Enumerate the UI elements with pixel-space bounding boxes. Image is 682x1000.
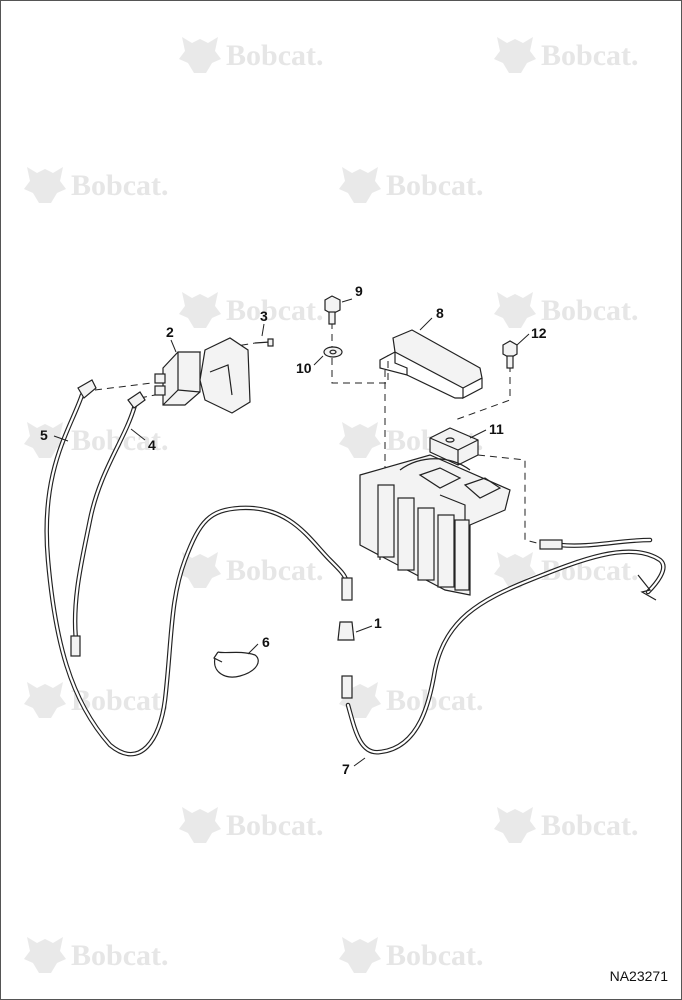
part-8-bracket bbox=[379, 329, 483, 399]
callout-8: 8 bbox=[436, 305, 444, 321]
part-6-clamp bbox=[213, 651, 259, 678]
callout-1: 1 bbox=[374, 615, 382, 631]
drawing-number: NA23271 bbox=[609, 968, 668, 984]
watermark-layer: Bobcat. Bobcat. Bobcat. Bobcat. Bobcat. Bobca… bbox=[24, 37, 639, 973]
watermark-logo-icon bbox=[24, 937, 66, 973]
part-9-bolt bbox=[324, 295, 341, 325]
callout-11: 11 bbox=[489, 421, 504, 437]
hose-4 bbox=[70, 391, 146, 657]
watermark-logo-icon bbox=[179, 37, 221, 73]
watermark-logo-icon bbox=[494, 37, 536, 73]
watermark-text: Bobcat. bbox=[226, 554, 324, 587]
watermark-text: Bobcat. bbox=[541, 809, 639, 842]
watermark-logo-icon bbox=[494, 552, 536, 588]
watermark-logo-icon bbox=[339, 937, 381, 973]
part-3-screw bbox=[254, 338, 274, 347]
watermark-text: Bobcat. bbox=[386, 684, 484, 717]
leader-lines bbox=[53, 298, 530, 767]
watermark-text: Bobcat. bbox=[386, 939, 484, 972]
watermark-logo-icon bbox=[24, 422, 66, 458]
watermark-text: Bobcat. bbox=[226, 39, 324, 72]
watermark-logo-icon bbox=[24, 682, 66, 718]
watermark-logo-icon bbox=[179, 807, 221, 843]
watermark-logo-icon bbox=[179, 552, 221, 588]
part-2-valve bbox=[154, 351, 201, 406]
watermark-logo-icon bbox=[339, 167, 381, 203]
watermark-logo-icon bbox=[179, 292, 221, 328]
watermark-text: Bobcat. bbox=[541, 39, 639, 72]
part-12-bolt bbox=[502, 340, 518, 369]
part-1-coupler bbox=[337, 577, 355, 699]
callout-12: 12 bbox=[531, 325, 547, 341]
callout-3: 3 bbox=[260, 308, 268, 324]
callout-4: 4 bbox=[148, 437, 156, 453]
callout-10: 10 bbox=[296, 360, 312, 376]
callout-9: 9 bbox=[355, 283, 363, 299]
watermark-logo-icon bbox=[339, 422, 381, 458]
hose-5 bbox=[44, 379, 349, 757]
valve-bank-assembly bbox=[359, 454, 511, 596]
part-10-washer bbox=[323, 346, 343, 358]
watermark-logo-icon bbox=[24, 167, 66, 203]
watermark-logo-icon bbox=[494, 807, 536, 843]
callout-5: 5 bbox=[40, 427, 48, 443]
watermark-text: Bobcat. bbox=[226, 294, 324, 327]
watermark-text: Bobcat. bbox=[541, 294, 639, 327]
watermark-text: Bobcat. bbox=[226, 809, 324, 842]
valve-cover bbox=[199, 337, 251, 414]
callout-labels: 2 3 4 5 9 10 8 12 11 1 6 7 bbox=[40, 283, 547, 777]
callout-7: 7 bbox=[342, 761, 350, 777]
watermark-logo-icon bbox=[494, 292, 536, 328]
watermark-text: Bobcat. bbox=[386, 169, 484, 202]
callout-2: 2 bbox=[166, 324, 174, 340]
watermark-text: Bobcat. bbox=[71, 169, 169, 202]
callout-6: 6 bbox=[262, 634, 270, 650]
hose-7 bbox=[345, 537, 666, 755]
watermark-text: Bobcat. bbox=[71, 939, 169, 972]
